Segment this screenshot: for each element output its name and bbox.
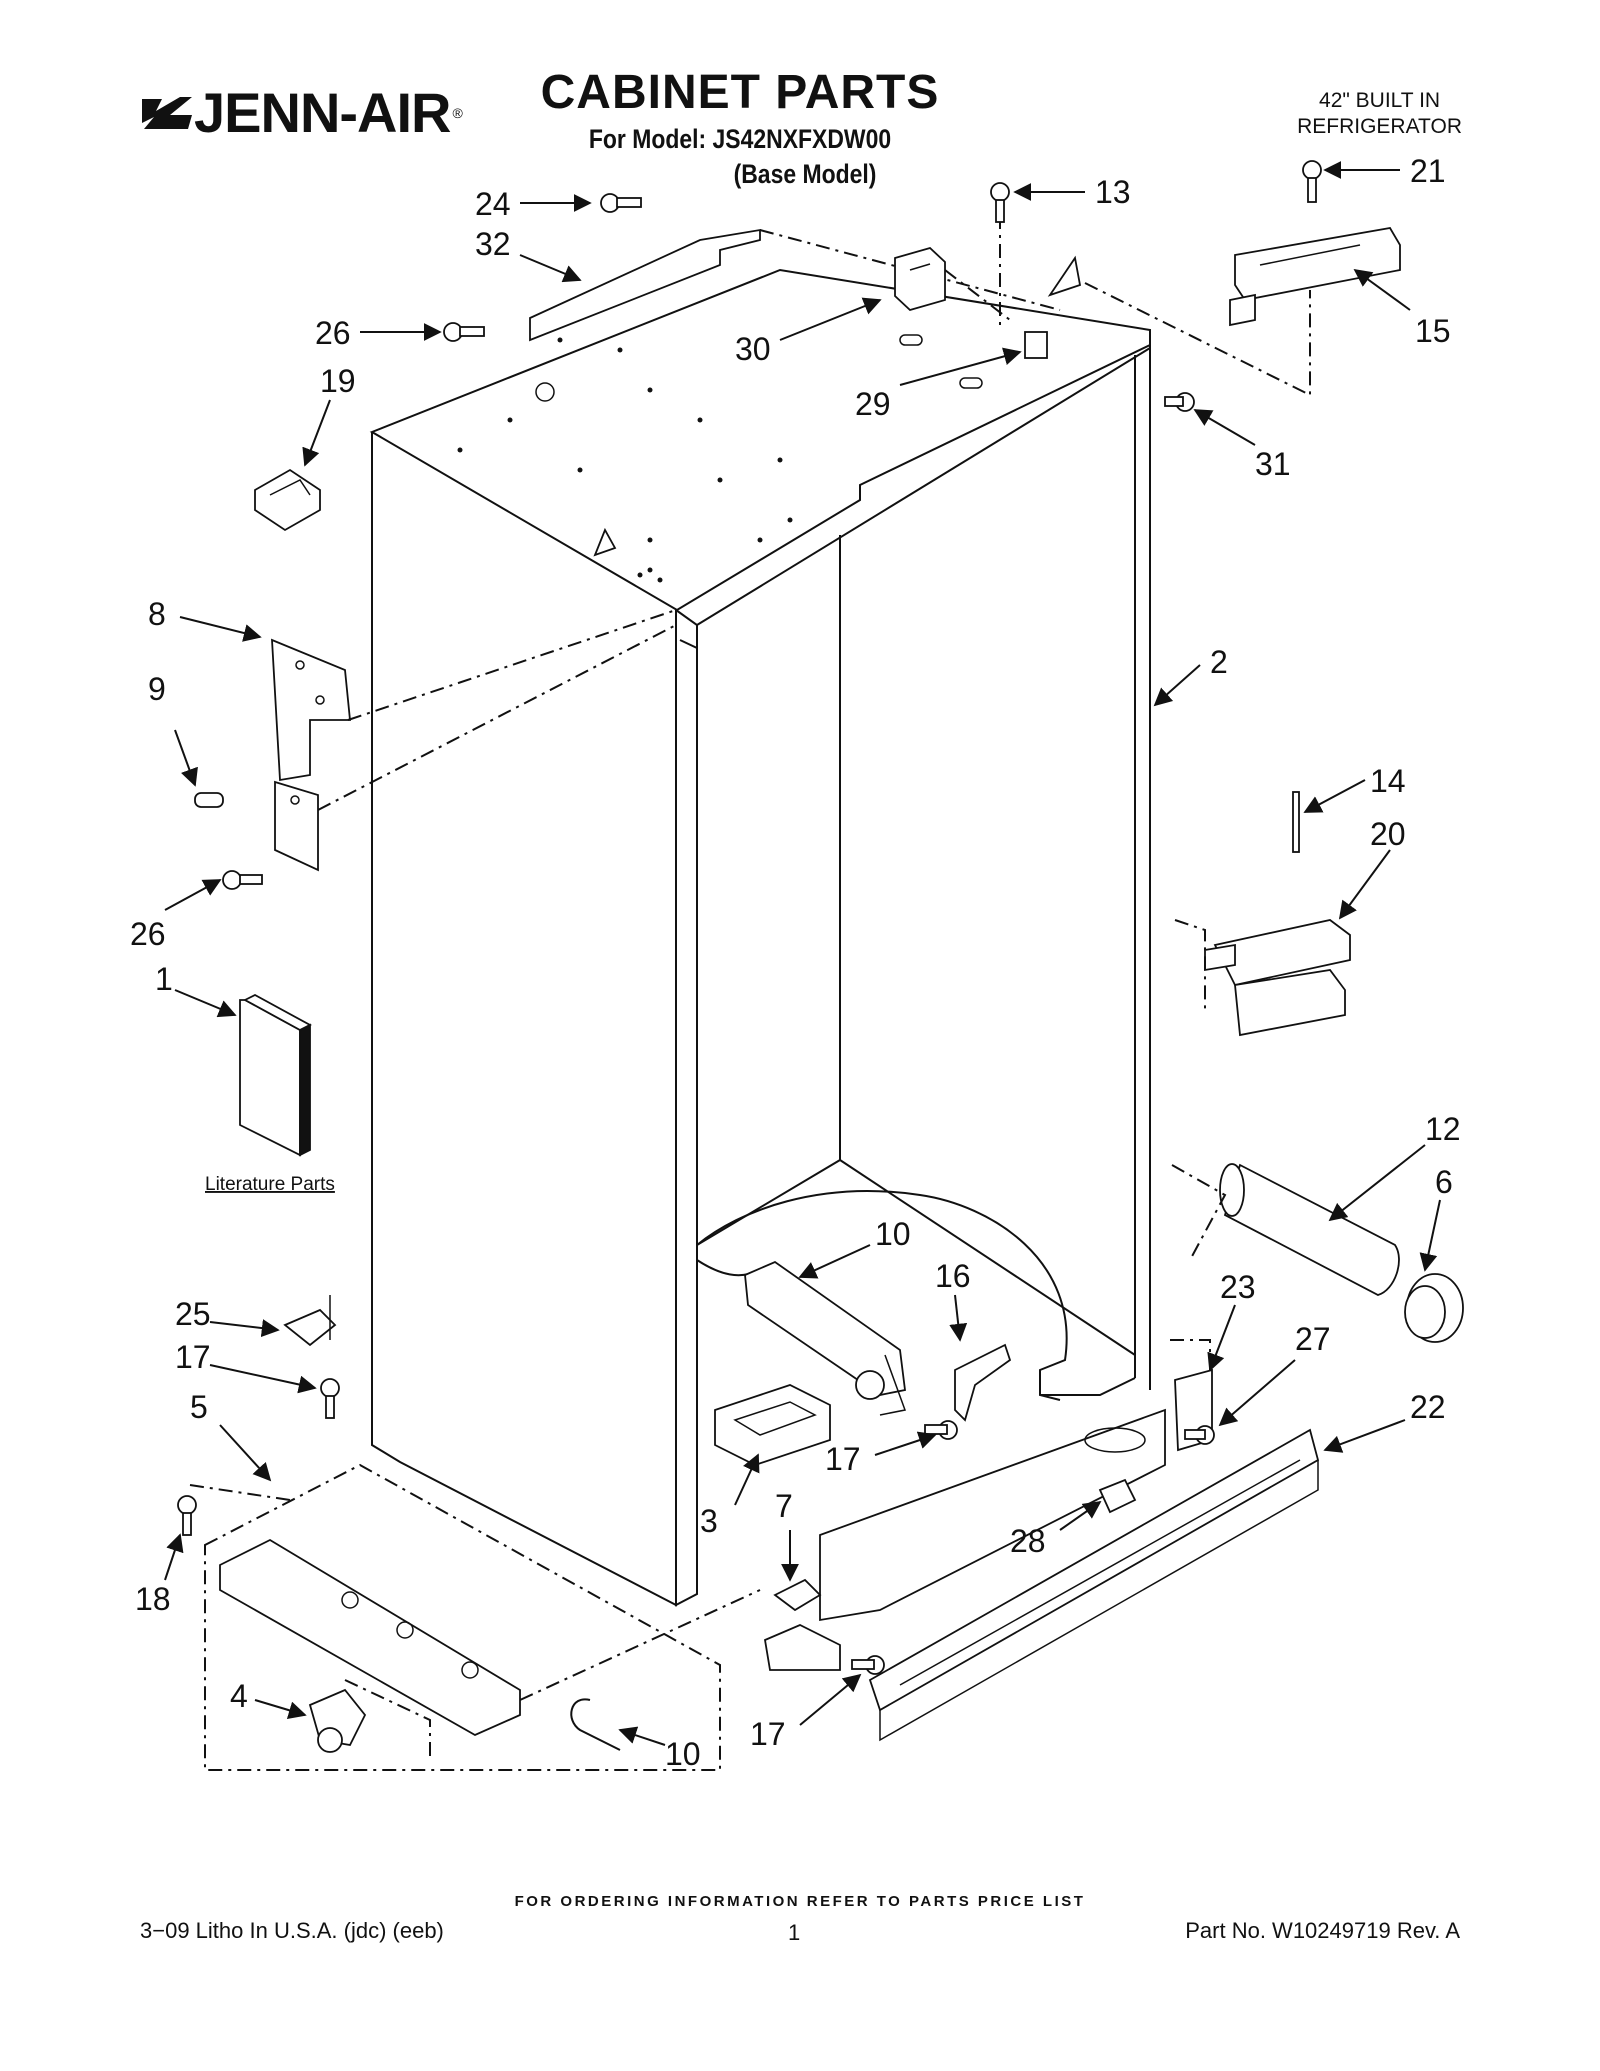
model-line: For Model: JS42NXFXDW00 xyxy=(588,124,892,154)
callout-12: 12 xyxy=(1425,1111,1461,1147)
part-17-screw-left xyxy=(320,1378,340,1419)
brand-name: JENN-AIR xyxy=(194,81,451,144)
page-title-block: CABINET PARTS For Model: JS42NXFXDW00 (B… xyxy=(0,65,1540,190)
product-line-1: 42" BUILT IN xyxy=(1319,89,1441,112)
callout-31: 31 xyxy=(1255,446,1291,482)
callout-2: 2 xyxy=(1210,644,1228,680)
part-6-filter-cap xyxy=(1404,1273,1464,1343)
part-19-bracket xyxy=(254,468,321,532)
part-26-screw-top xyxy=(443,322,485,342)
part-10-drain-assembly xyxy=(744,1260,907,1416)
page-number: 1 xyxy=(788,1920,801,1945)
callout-16: 16 xyxy=(935,1258,971,1294)
part-18-screw xyxy=(177,1495,197,1536)
print-info: 3−09 Litho In U.S.A. (jdc) (eeb) xyxy=(140,1918,444,1943)
callout-29: 29 xyxy=(855,386,891,422)
callout-13: 13 xyxy=(1095,174,1131,210)
part-5-base-rail xyxy=(219,1538,521,1737)
callout-9: 9 xyxy=(148,671,166,707)
callout-5: 5 xyxy=(190,1389,208,1425)
callout-14: 14 xyxy=(1370,763,1406,799)
leader-lines xyxy=(164,161,1441,1746)
registered-mark: ® xyxy=(452,104,463,121)
part-21-screw xyxy=(1302,160,1322,203)
callout-10-upper: 10 xyxy=(875,1216,911,1252)
callout-10-lower: 10 xyxy=(665,1736,701,1772)
part-17-screw-lower xyxy=(851,1655,885,1675)
part-26-screw-lower xyxy=(222,870,263,890)
part-27-screw xyxy=(1184,1425,1215,1445)
product-line-2: REFRIGERATOR xyxy=(1297,115,1462,138)
part-13-screw xyxy=(990,182,1010,223)
callout-30: 30 xyxy=(735,331,771,367)
callout-8: 8 xyxy=(148,596,166,632)
part-20-lower-hinge xyxy=(1204,919,1351,1037)
cabinet-body xyxy=(369,255,1151,1607)
callout-18: 18 xyxy=(135,1581,171,1617)
part-number: Part No. W10249719 Rev. A xyxy=(1185,1918,1460,1943)
part-4-roller xyxy=(308,1688,367,1753)
callout-labels: 24 32 13 21 15 26 19 30 29 31 8 9 2 14 2… xyxy=(130,153,1461,1772)
jenn-air-emblem-icon xyxy=(142,96,192,129)
part-17-screw-middle xyxy=(924,1420,958,1440)
product-description: 42" BUILT IN REFRIGERATOR xyxy=(1297,88,1462,140)
callout-20: 20 xyxy=(1370,816,1406,852)
callout-17-lower: 17 xyxy=(750,1716,786,1752)
part-15-top-hinge xyxy=(1229,227,1401,327)
brand-logo: JENN-AIR® xyxy=(140,80,463,145)
callout-24: 24 xyxy=(475,186,511,222)
part-16-bracket xyxy=(954,1343,1012,1422)
page-title: CABINET PARTS xyxy=(540,66,940,119)
callout-4: 4 xyxy=(230,1678,248,1714)
part-1-literature xyxy=(239,993,312,1157)
part-24-screw xyxy=(600,193,642,213)
callout-3: 3 xyxy=(700,1503,718,1539)
part-3-drain-pan xyxy=(714,1384,831,1466)
callout-28: 28 xyxy=(1010,1523,1046,1559)
part-28-clip xyxy=(1098,1478,1137,1514)
part-25-clip xyxy=(283,1295,337,1347)
callout-25: 25 xyxy=(175,1296,211,1332)
part-32-rail xyxy=(529,228,761,342)
callout-21: 21 xyxy=(1410,153,1446,189)
callout-1: 1 xyxy=(155,961,173,997)
part-22-kickplate xyxy=(868,1428,1320,1742)
callout-27: 27 xyxy=(1295,1321,1331,1357)
callout-19: 19 xyxy=(320,363,356,399)
callout-6: 6 xyxy=(1435,1164,1453,1200)
part-14-pin xyxy=(1292,791,1300,853)
part-10-hook xyxy=(570,1698,621,1751)
callout-22: 22 xyxy=(1410,1389,1446,1425)
callout-26-top: 26 xyxy=(315,315,351,351)
part-9-plug xyxy=(194,792,224,808)
part-31-screw xyxy=(1164,392,1195,412)
callout-17-left: 17 xyxy=(175,1339,211,1375)
part-30-relay-box xyxy=(894,246,946,312)
literature-parts-label: Literature Parts xyxy=(205,1174,335,1195)
callout-23: 23 xyxy=(1220,1269,1256,1305)
callout-26-lower: 26 xyxy=(130,916,166,952)
model-sub: (Base Model) xyxy=(733,159,877,189)
part-7-bracket xyxy=(763,1578,841,1671)
ordering-note: FOR ORDERING INFORMATION REFER TO PARTS … xyxy=(514,1893,1086,1910)
callout-17-middle: 17 xyxy=(825,1441,861,1477)
callout-15: 15 xyxy=(1415,313,1451,349)
part-grille xyxy=(819,1408,1166,1622)
part-8-bracket xyxy=(271,638,351,872)
callout-32: 32 xyxy=(475,226,511,262)
part-12-water-filter xyxy=(1219,1163,1400,1296)
part-29-clip xyxy=(1024,331,1048,359)
callout-7: 7 xyxy=(775,1488,793,1524)
